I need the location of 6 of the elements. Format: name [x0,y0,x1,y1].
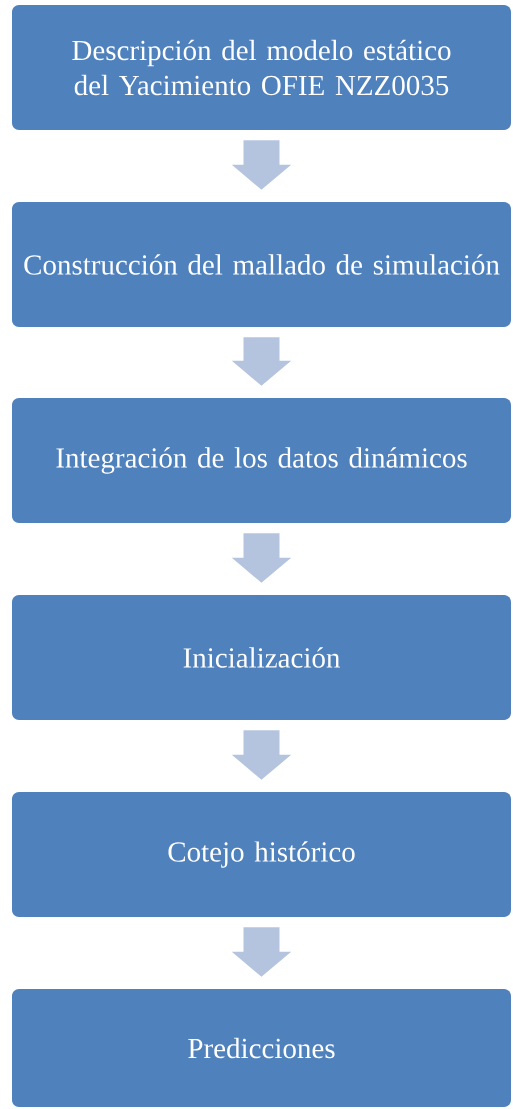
process-box: Predicciones [12,989,511,1107]
process-box: Descripción del modelo estático del Yacimiento OFIE NZZ0035 [12,5,511,130]
process-box: Integración de los datos dinámicos [12,398,511,523]
process-box: Construcción del mallado de simulación [12,202,511,327]
process-box: Inicialización [12,595,511,720]
process-box: Cotejo histórico [12,792,511,917]
